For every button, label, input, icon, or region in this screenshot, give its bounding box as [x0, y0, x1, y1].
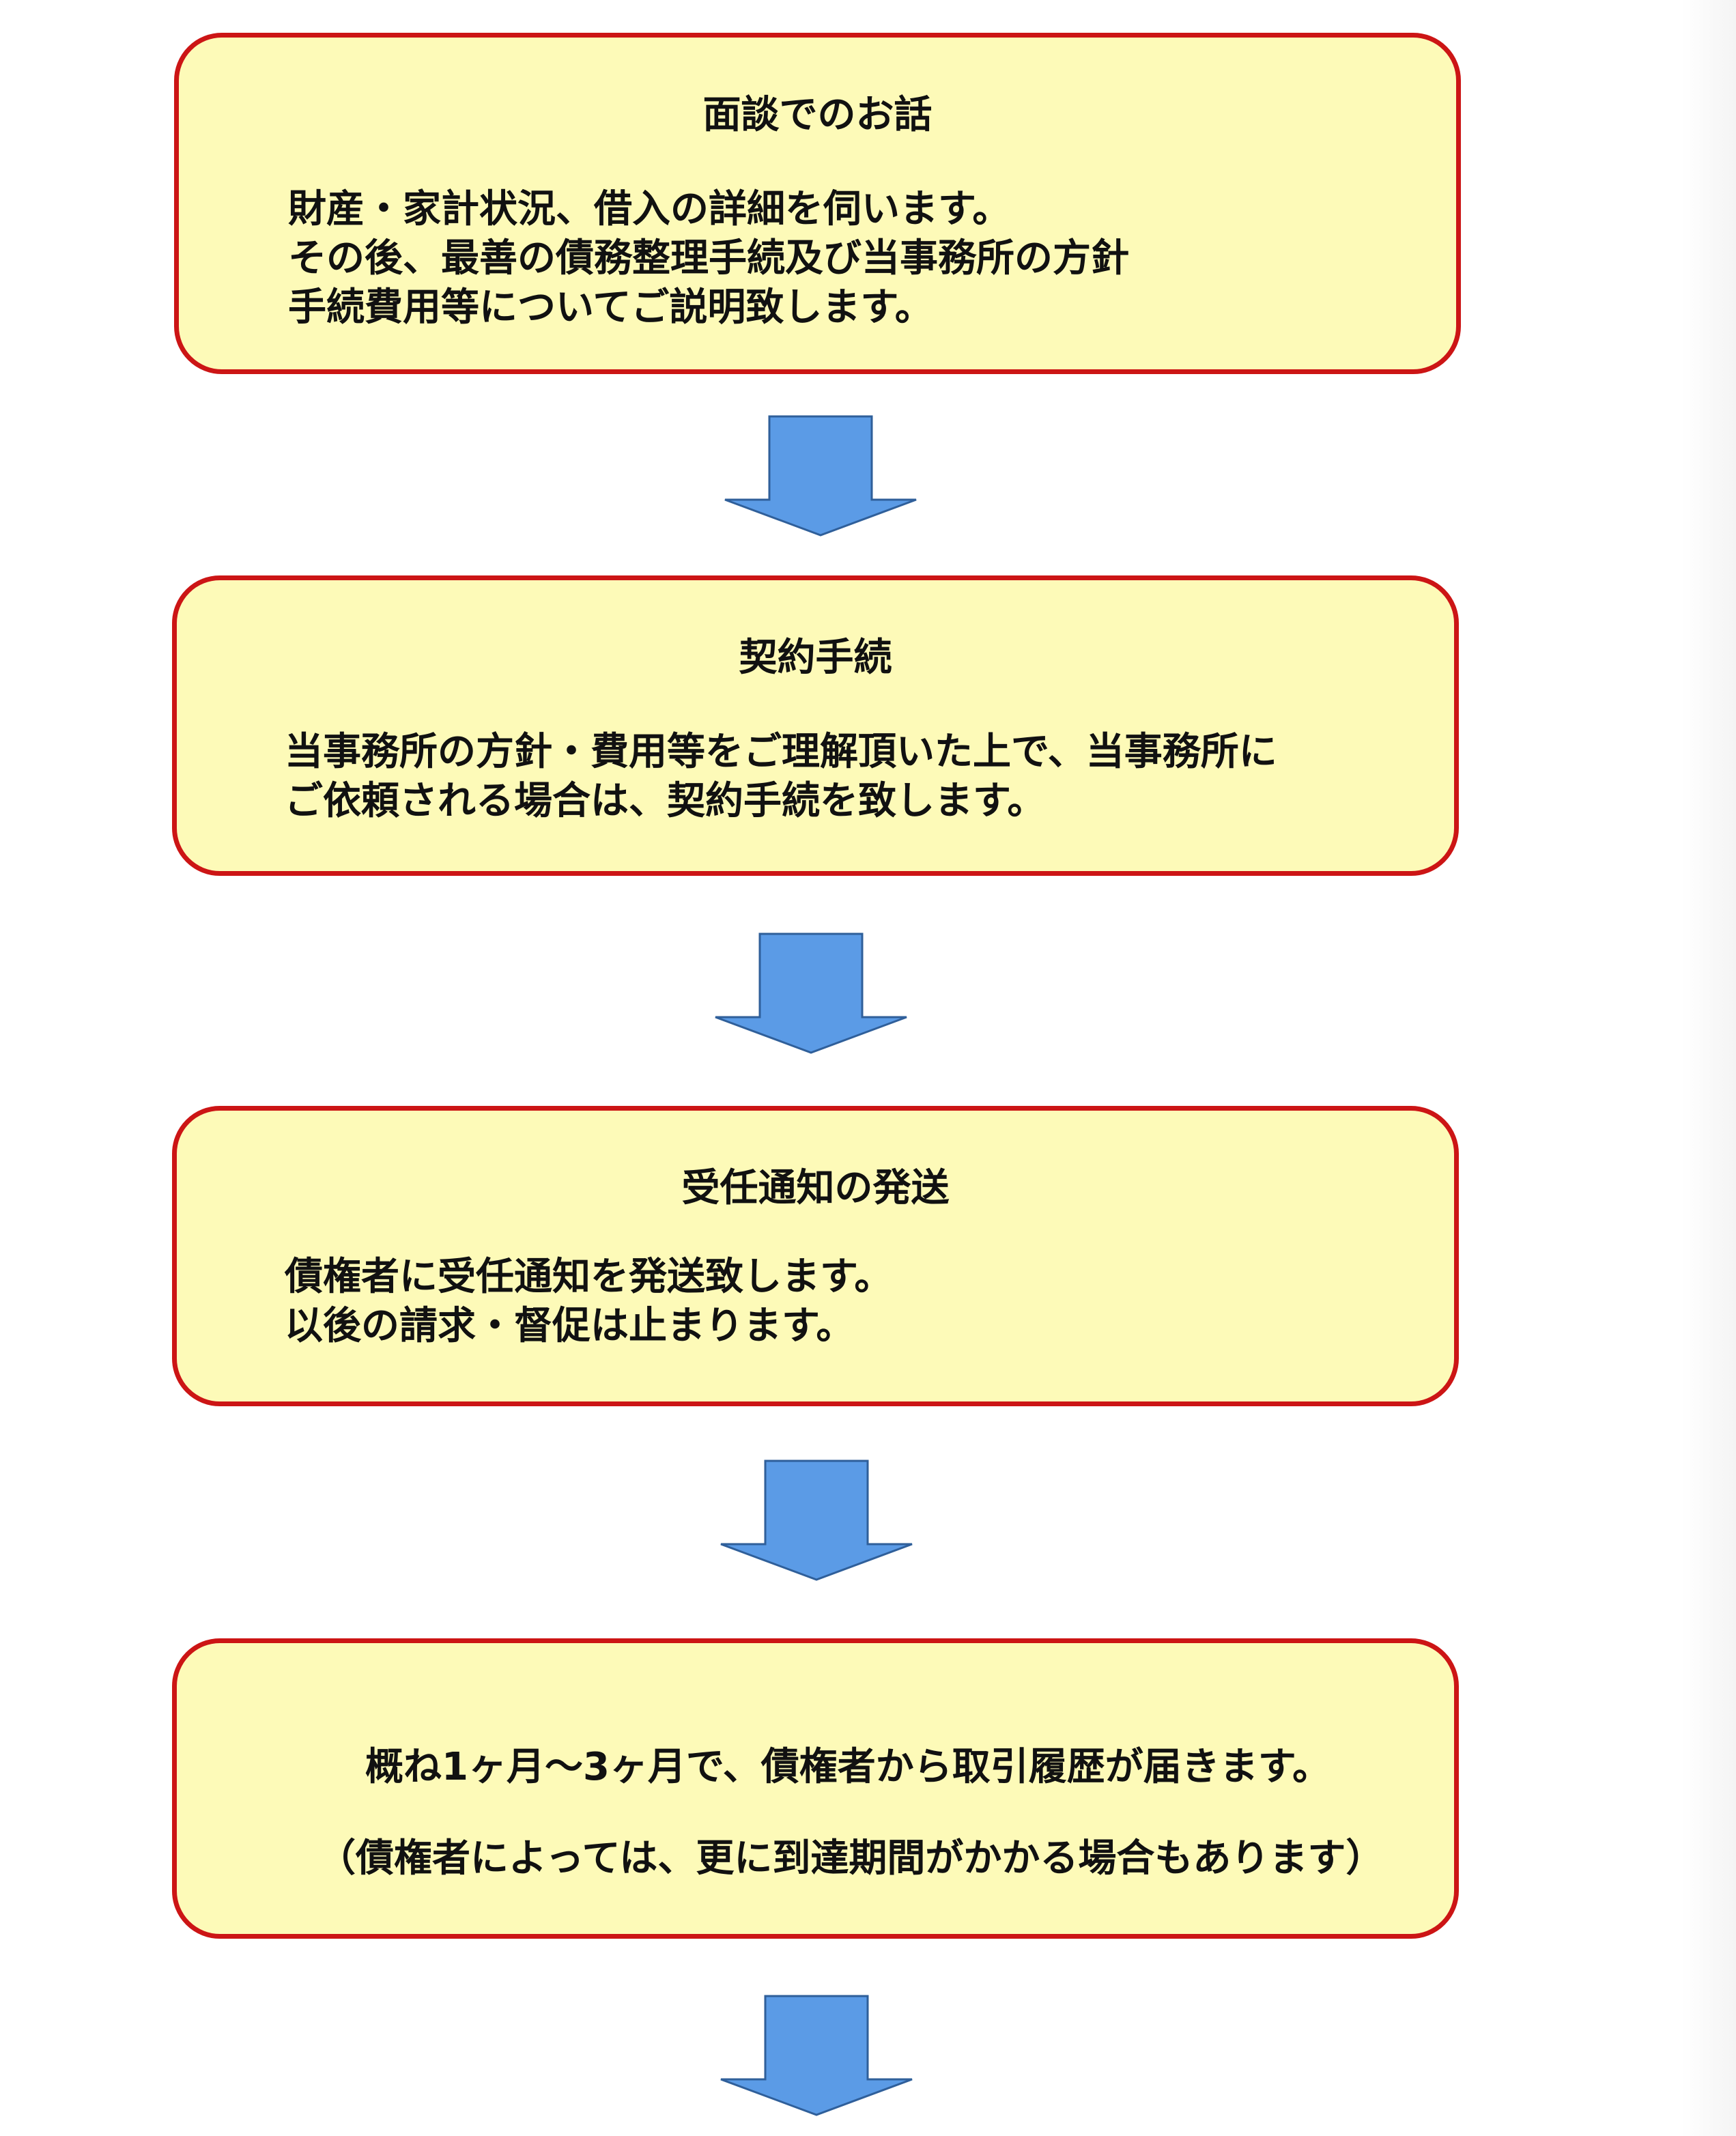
down-arrow-icon: [720, 1995, 913, 2116]
step-title-consultation: 面談でのお話: [702, 93, 933, 137]
step-title-notice: 受任通知の発送: [681, 1166, 950, 1210]
step-line-notice-1: 債権者に受任通知を発送致します。: [285, 1255, 893, 1299]
step-line-contract-2: ご依頼される場合は、契約手続を致します。: [285, 779, 1046, 823]
step-title-contract: 契約手続: [739, 636, 892, 680]
scan-edge-shadow: [1681, 0, 1736, 2136]
step-line-history-2: （債権者によっては、更に到達期間がかかる場合もあります）: [317, 1836, 1384, 1881]
step-line-consultation-1: 財産・家計状況、借入の詳細を伺います。: [288, 187, 1011, 231]
step-box-consultation: 面談でのお話 財産・家計状況、借入の詳細を伺います。 その後、最善の債務整理手続…: [174, 33, 1461, 374]
step-box-notice: 受任通知の発送 債権者に受任通知を発送致します。 以後の請求・督促は止まります。: [172, 1106, 1459, 1406]
step-line-contract-1: 当事務所の方針・費用等をご理解頂いた上で、当事務所に: [285, 730, 1277, 774]
step-line-consultation-2: その後、最善の債務整理手続及び当事務所の方針: [288, 236, 1129, 281]
step-line-history-1: 概ね1ヶ月～3ヶ月で、債権者から取引履歴が届きます。: [365, 1745, 1331, 1789]
step-line-consultation-3: 手続費用等についてご説明致します。: [288, 285, 933, 330]
step-box-transaction-history: 概ね1ヶ月～3ヶ月で、債権者から取引履歴が届きます。 （債権者によっては、更に到…: [172, 1638, 1459, 1939]
step-box-contract: 契約手続 当事務所の方針・費用等をご理解頂いた上で、当事務所に ご依頼される場合…: [172, 575, 1459, 876]
down-arrow-icon: [720, 1459, 913, 1581]
step-line-notice-2: 以後の請求・督促は止まります。: [285, 1304, 855, 1348]
down-arrow-icon: [724, 415, 917, 537]
down-arrow-icon: [715, 932, 907, 1054]
